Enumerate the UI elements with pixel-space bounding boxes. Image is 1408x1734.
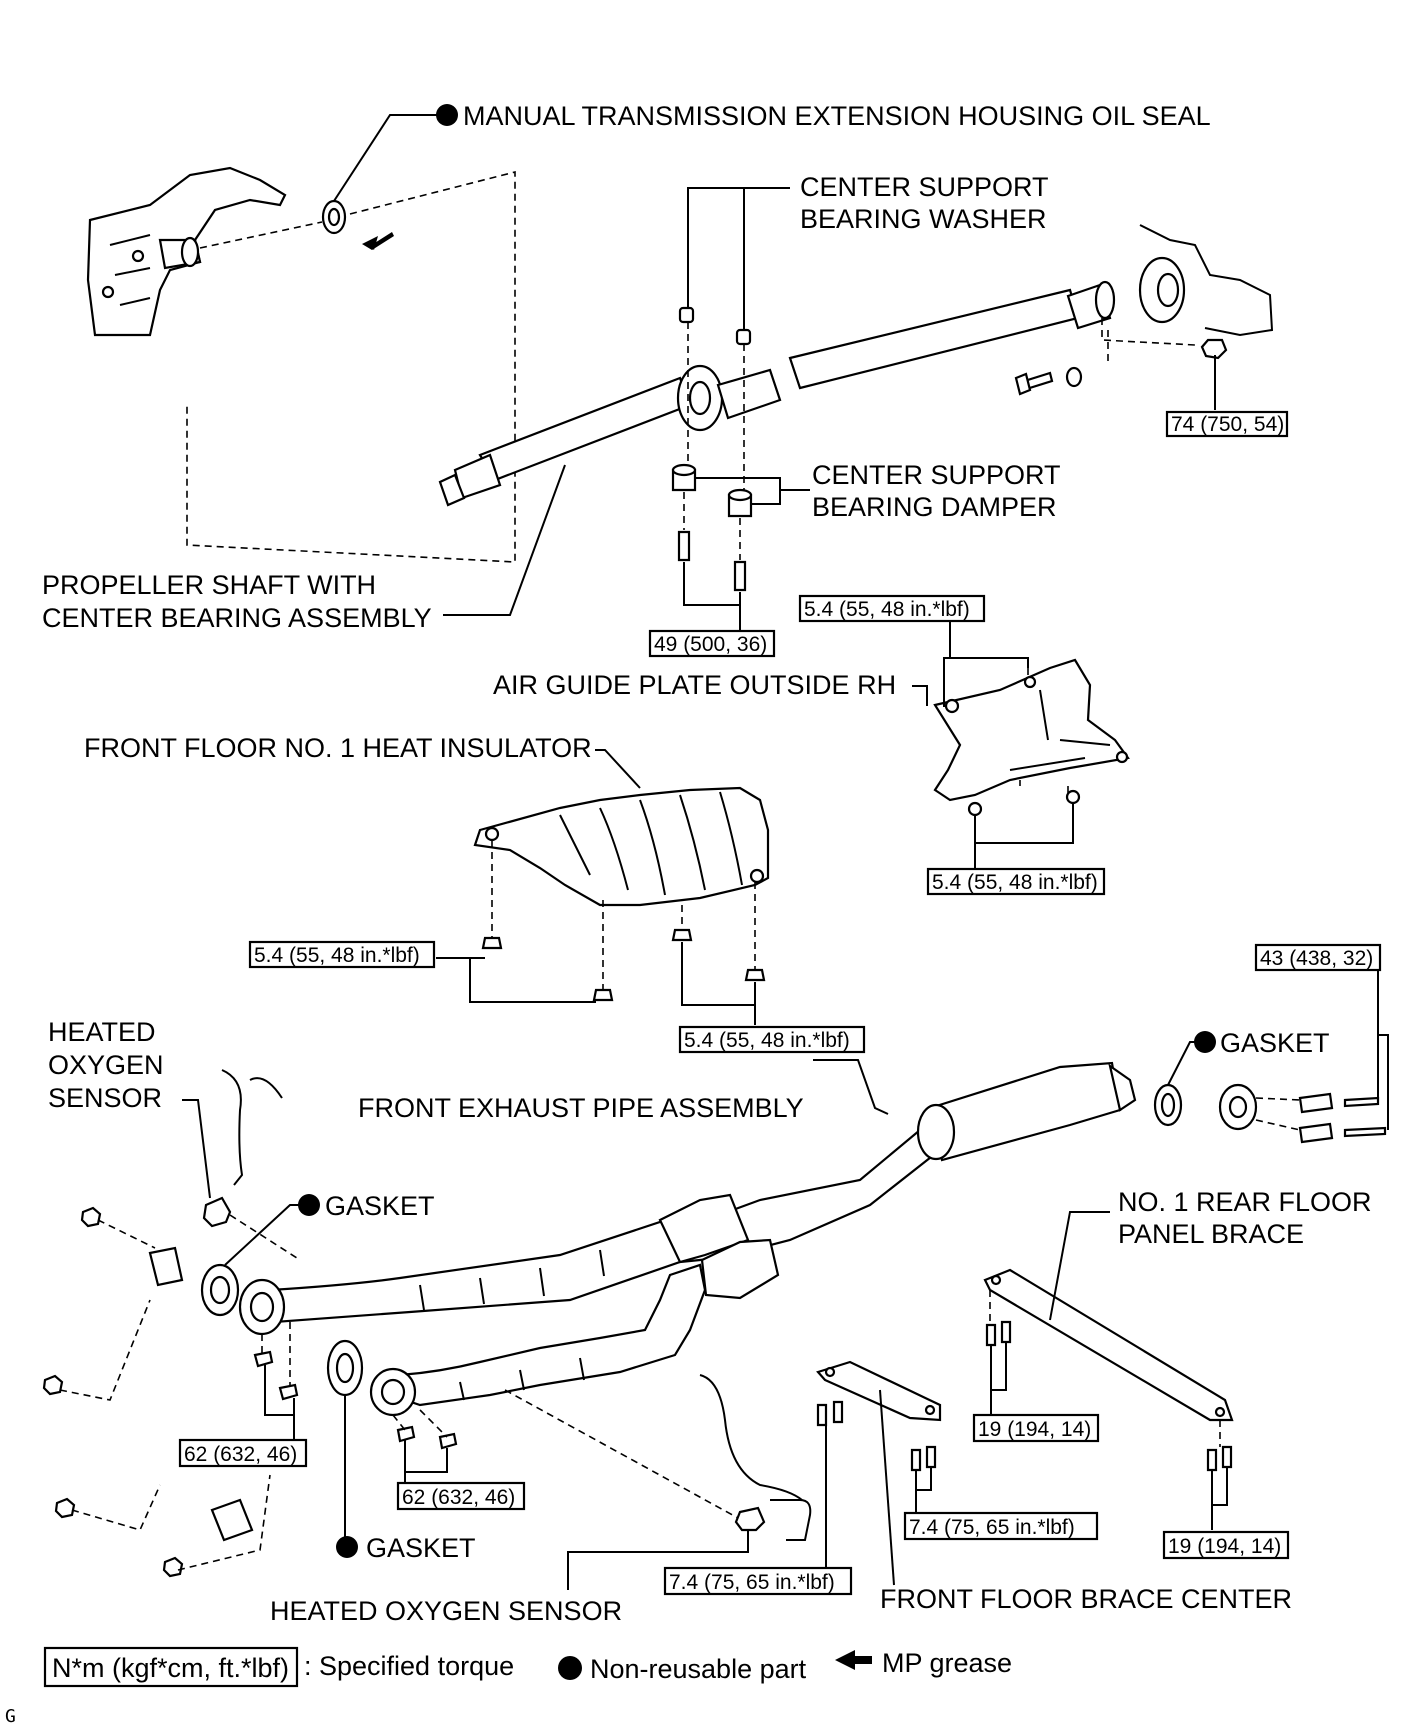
center-damper-label-1: CENTER SUPPORT <box>812 460 1061 490</box>
heat-insulator-label: FRONT FLOOR NO. 1 HEAT INSULATOR <box>84 733 592 763</box>
nonreusable-legend-dot-icon <box>558 1656 582 1680</box>
heat-insulator-drawing <box>473 786 770 907</box>
front-exhaust-pipe-label: FRONT EXHAUST PIPE ASSEMBLY <box>358 1093 804 1123</box>
air-guide-plate-label: AIR GUIDE PLATE OUTSIDE RH <box>493 670 896 700</box>
torque-legend-text: : Specified torque <box>304 1651 514 1681</box>
mp-grease-arrow-icon <box>362 232 394 250</box>
nonreusable-dot-icon <box>336 1536 358 1558</box>
front-flanges-drawing <box>238 1278 417 1417</box>
insulator-right-torque: 5.4 (55, 48 in.*lbf) <box>684 1029 850 1052</box>
differential-flange-drawing <box>1138 224 1274 360</box>
flange-torque-label: 74 (750, 54) <box>1171 413 1284 436</box>
flange-bolt-drawing <box>1014 366 1083 396</box>
gasket-left-upper-label: GASKET <box>325 1191 435 1221</box>
oil-seal-drawing <box>321 199 347 235</box>
brace-center-torque: 19 (194, 14) <box>978 1418 1091 1441</box>
insulator-left-torque: 5.4 (55, 48 in.*lbf) <box>254 944 420 967</box>
floor-brace-left-torque: 7.4 (75, 65 in.*lbf) <box>669 1571 835 1594</box>
heated-o2-label-2: OXYGEN <box>48 1050 164 1080</box>
propeller-shaft-drawing <box>438 280 1116 507</box>
heated-o2-label-1: HEATED <box>48 1017 156 1047</box>
rear-spring-bolt-torque: 43 (438, 32) <box>1260 947 1373 970</box>
legend: N*m (kgf*cm, ft.*lbf) : Specified torque… <box>43 1646 1012 1688</box>
corner-mark: G <box>5 1706 16 1727</box>
center-washer-label-2: BEARING WASHER <box>800 204 1047 234</box>
gasket-rear-label: GASKET <box>1220 1028 1330 1058</box>
air-guide-bottom-torque: 5.4 (55, 48 in.*lbf) <box>932 871 1098 894</box>
heated-o2-sensor-lower-drawing <box>699 1374 812 1541</box>
heated-o2-bottom-label: HEATED OXYGEN SENSOR <box>270 1596 622 1626</box>
heated-o2-sensor-upper-drawing <box>202 1069 283 1228</box>
rear-brace-label-1: NO. 1 REAR FLOOR <box>1118 1187 1372 1217</box>
front-flange-lower-torque: 62 (632, 46) <box>402 1486 515 1509</box>
center-washer-right <box>735 328 752 346</box>
left-nuts-drawing <box>42 1206 254 1578</box>
center-dampers-drawing <box>671 463 753 518</box>
front-floor-brace-label: FRONT FLOOR BRACE CENTER <box>880 1584 1292 1614</box>
transmission-housing-drawing <box>86 166 287 337</box>
rear-floor-brace-drawing <box>983 1268 1234 1422</box>
front-flange-upper-torque: 62 (632, 46) <box>184 1443 297 1466</box>
front-floor-brace-drawing <box>816 1360 942 1422</box>
torque-legend-box-text: N*m (kgf*cm, ft.*lbf) <box>52 1653 289 1683</box>
center-washer-label-1: CENTER SUPPORT <box>800 172 1049 202</box>
torque-legend-box <box>43 1646 299 1688</box>
air-guide-plate-drawing <box>933 658 1130 802</box>
nonreusable-dot-icon <box>436 104 458 126</box>
rear-brace-label-2: PANEL BRACE <box>1118 1219 1304 1249</box>
floor-brace-right-torque: 7.4 (75, 65 in.*lbf) <box>909 1516 1075 1539</box>
brace-right-torque: 19 (194, 14) <box>1168 1535 1281 1558</box>
nonreusable-dot-icon <box>1194 1031 1216 1053</box>
air-guide-top-torque: 5.4 (55, 48 in.*lbf) <box>804 598 970 621</box>
gasket-left-lower-label: GASKET <box>366 1533 476 1563</box>
center-washer-left <box>678 306 695 324</box>
center-support-bolts-drawing <box>677 530 747 592</box>
mp-grease-legend-arrow-icon <box>835 1650 872 1670</box>
center-damper-label-2: BEARING DAMPER <box>812 492 1057 522</box>
heated-o2-label-3: SENSOR <box>48 1083 162 1113</box>
propeller-shaft-label-2: CENTER BEARING ASSEMBLY <box>42 603 432 633</box>
oil-seal-label: MANUAL TRANSMISSION EXTENSION HOUSING OI… <box>463 101 1211 131</box>
propeller-shaft-label-1: PROPELLER SHAFT WITH <box>42 570 376 600</box>
center-bolt-torque-label: 49 (500, 36) <box>654 633 767 656</box>
front-exhaust-pipe-drawing <box>268 1061 1137 1407</box>
mp-grease-legend-text: MP grease <box>882 1648 1012 1678</box>
nonreusable-dot-icon <box>298 1194 320 1216</box>
nonreusable-legend-text: Non-reusable part <box>590 1654 807 1684</box>
